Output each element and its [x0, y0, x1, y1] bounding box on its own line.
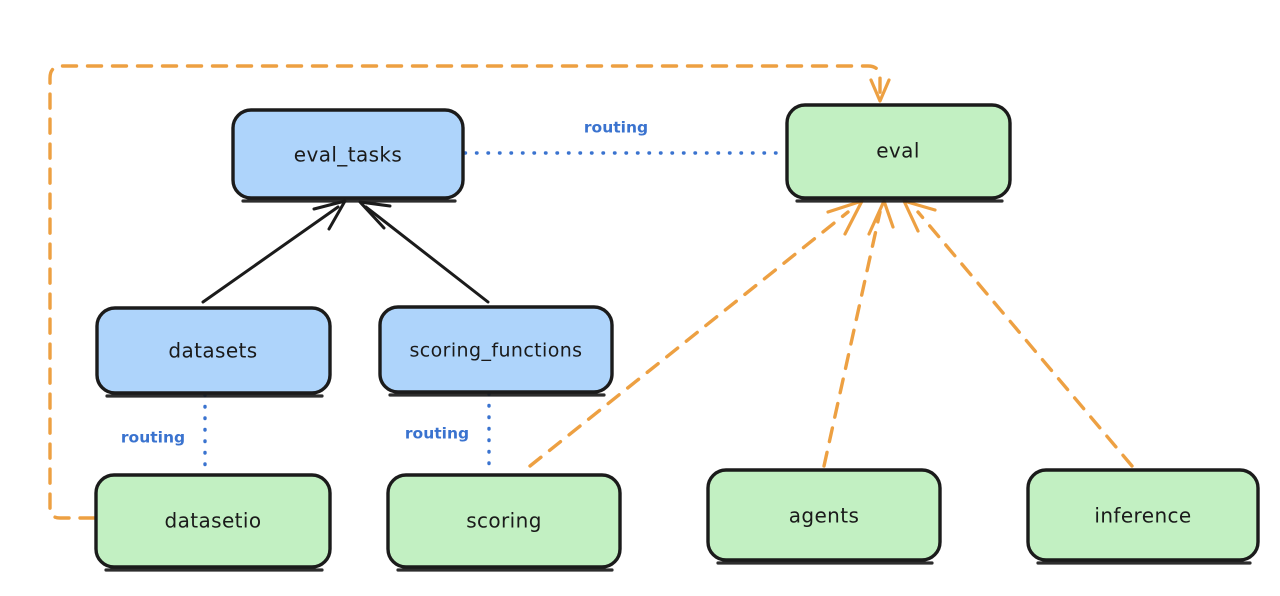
node-eval-label: eval: [876, 139, 920, 163]
arrowhead-datasetio-eval: [869, 78, 891, 103]
node-agents-label: agents: [789, 504, 860, 528]
node-scoring_functions-label: scoring_functions: [410, 340, 583, 362]
node-datasets-label: datasets: [168, 339, 257, 363]
node-datasetio[interactable]: datasetio: [94, 473, 332, 572]
node-datasets[interactable]: datasets: [95, 306, 332, 398]
node-eval_tasks-label: eval_tasks: [294, 143, 402, 167]
node-eval[interactable]: eval: [785, 103, 1012, 203]
edge-label-routing-datasets: routing: [121, 429, 185, 447]
node-datasetio-label: datasetio: [164, 509, 261, 533]
edge-datasetio-eval: [48, 64, 891, 520]
node-eval_tasks[interactable]: eval_tasks: [231, 108, 465, 203]
node-scoring[interactable]: scoring: [386, 473, 622, 572]
node-agents[interactable]: agents: [706, 468, 942, 565]
edge-label-routing-scoring-functions: routing: [405, 425, 469, 443]
node-scoring-label: scoring: [466, 509, 542, 533]
node-inference-label: inference: [1094, 504, 1191, 528]
edge-label-routing-top: routing: [584, 119, 648, 137]
node-inference[interactable]: inference: [1026, 468, 1260, 565]
node-scoring_functions[interactable]: scoring_functions: [378, 305, 614, 397]
